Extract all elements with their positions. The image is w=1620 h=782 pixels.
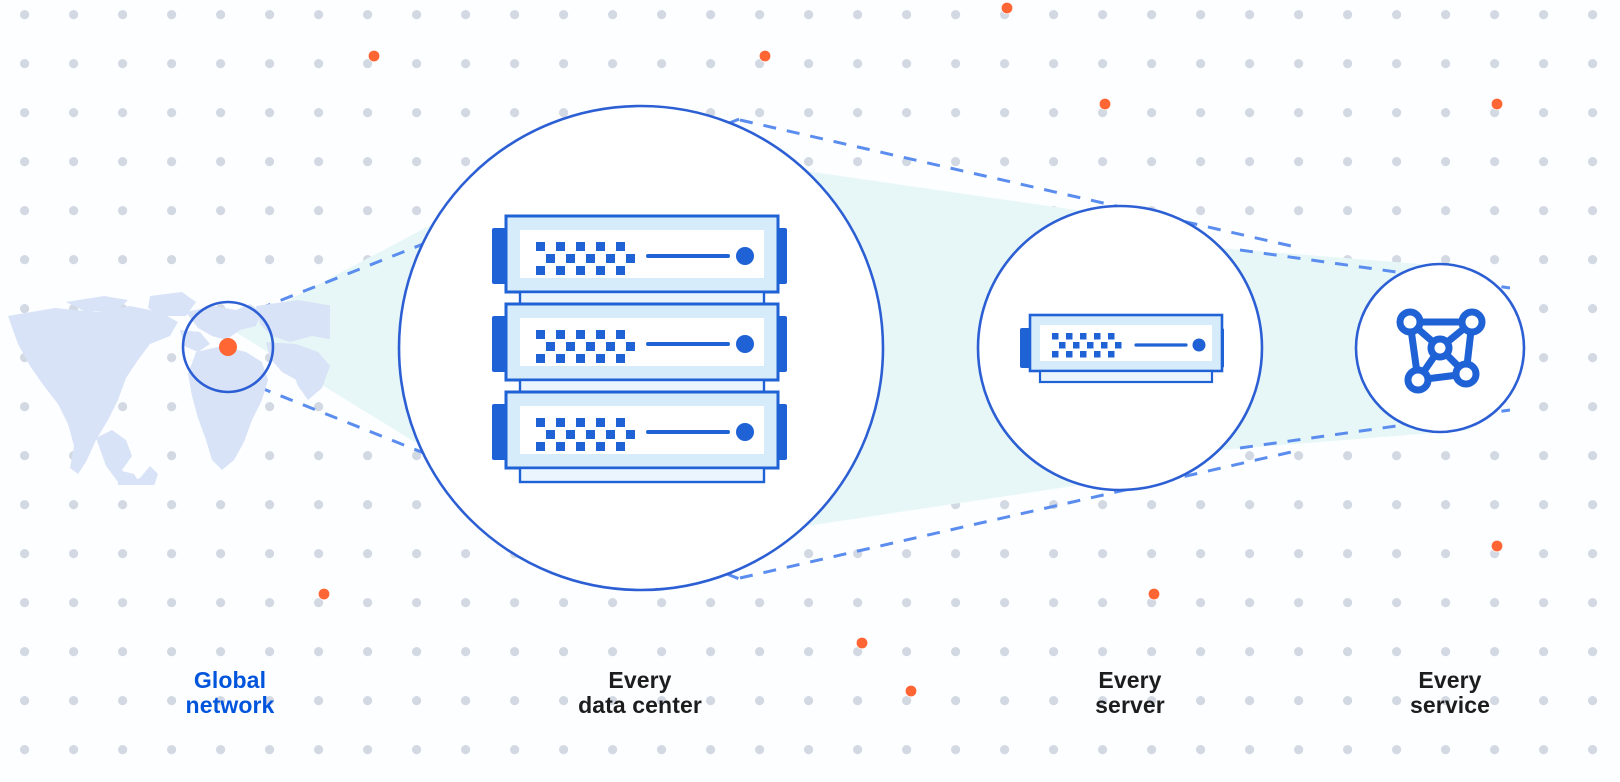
accent-dot xyxy=(1148,588,1160,600)
stage-label-line2: service xyxy=(1410,692,1490,718)
stage-label-line2: server xyxy=(1095,692,1165,718)
stage-label-line1: Every xyxy=(608,667,672,693)
network-node xyxy=(1427,335,1453,361)
server-rack-icon xyxy=(492,214,787,484)
accent-dots xyxy=(317,1,1504,698)
stage-label-line1: Global xyxy=(193,667,267,693)
world-map-icon xyxy=(8,292,330,485)
server-unit-icon xyxy=(1020,313,1224,384)
stage-label-line2: data center xyxy=(578,692,702,718)
accent-dot xyxy=(1491,540,1503,552)
server-unit xyxy=(492,302,787,396)
accent-dot xyxy=(1099,98,1111,110)
accent-dot xyxy=(1491,98,1503,110)
server-unit xyxy=(492,390,787,484)
stage-label-line1: Every xyxy=(1418,667,1482,693)
accent-dot xyxy=(905,685,917,697)
accent-dot xyxy=(318,588,330,600)
global-network-marker xyxy=(219,338,237,356)
network-nodes-icon xyxy=(1396,308,1486,394)
network-node xyxy=(1452,360,1480,388)
accent-dot xyxy=(368,50,380,62)
stage-label-line1: Every xyxy=(1098,667,1162,693)
accent-dot xyxy=(856,637,868,649)
accent-dot xyxy=(1001,2,1013,14)
stage-label-line2: network xyxy=(185,692,275,718)
server-unit xyxy=(492,214,787,308)
accent-dot xyxy=(759,50,771,62)
network-node xyxy=(1458,308,1486,336)
global-network-focus xyxy=(181,300,275,394)
network-node xyxy=(1396,308,1424,336)
network-node xyxy=(1404,366,1432,394)
